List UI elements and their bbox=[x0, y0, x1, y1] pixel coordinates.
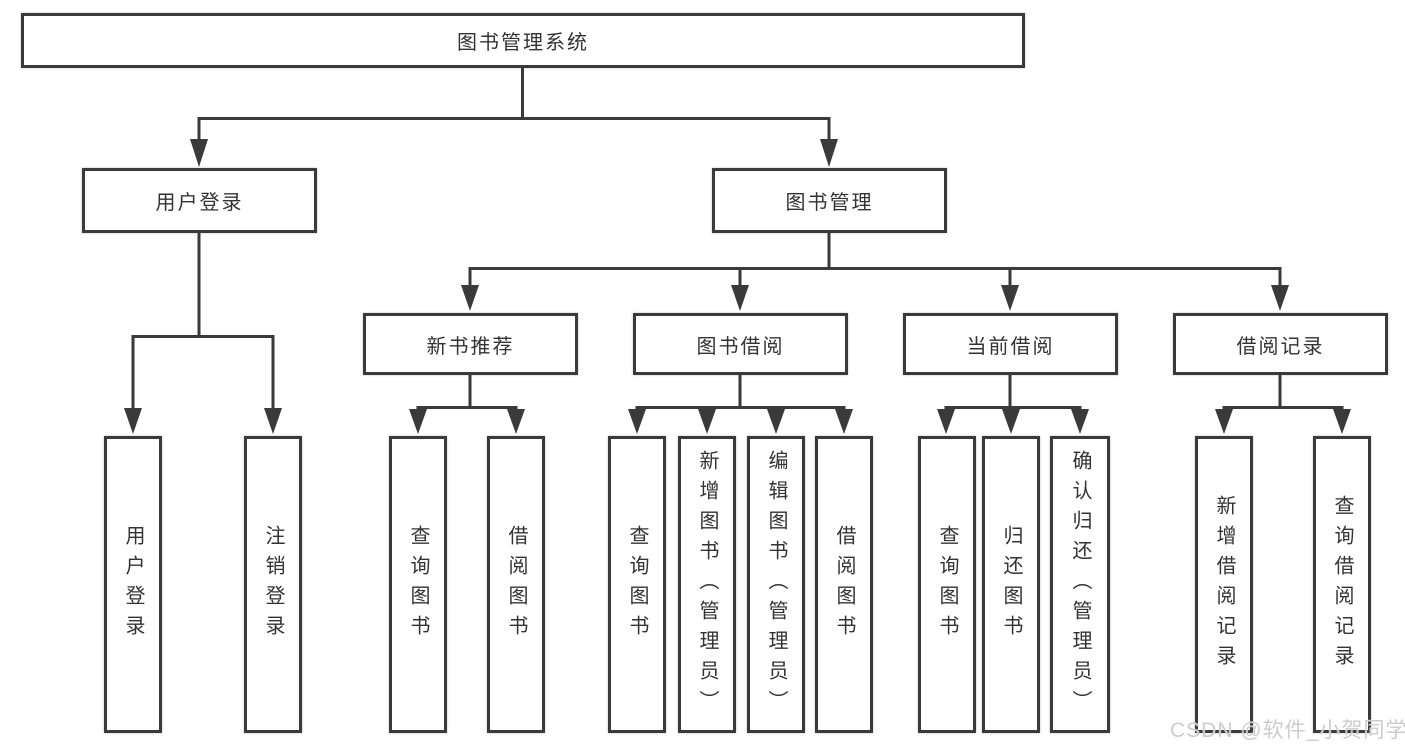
connector-current-borrow-to-leaves bbox=[937, 374, 1089, 434]
node-leaf-user-login: 用户登录 bbox=[104, 436, 162, 733]
node-label: 新增图书（管理员） bbox=[696, 449, 718, 720]
node-label: 借阅记录 bbox=[1236, 335, 1325, 358]
node-leaf-return-book: 归还图书 bbox=[982, 436, 1040, 733]
node-label: 用户登录 bbox=[155, 192, 244, 214]
node-leaf-confirm-return-admin: 确认归还（管理员） bbox=[1050, 436, 1110, 733]
node-label: 查询借阅记录 bbox=[1331, 494, 1353, 675]
node-leaf-borrow-books-recommend: 借阅图书 bbox=[487, 436, 545, 733]
connector-new-book-recommend-to-leaves bbox=[409, 374, 525, 434]
node-user-login: 用户登录 bbox=[82, 168, 317, 233]
node-leaf-borrow-books: 借阅图书 bbox=[815, 436, 873, 733]
node-leaf-add-book-admin: 新增图书（管理员） bbox=[678, 436, 736, 733]
node-book-management: 图书管理 bbox=[712, 168, 947, 233]
node-label: 归还图书 bbox=[1000, 524, 1022, 645]
connector-book-management-to-level3 bbox=[461, 232, 1289, 311]
node-leaf-query-borrow-record: 查询借阅记录 bbox=[1313, 436, 1371, 733]
node-leaf-add-borrow-record: 新增借阅记录 bbox=[1195, 436, 1253, 733]
connector-root-to-level2 bbox=[190, 67, 838, 167]
node-book-borrow: 图书借阅 bbox=[633, 313, 848, 375]
connector-borrow-record-to-leaves bbox=[1215, 374, 1351, 434]
node-label: 借阅图书 bbox=[505, 524, 527, 645]
node-label: 确认归还（管理员） bbox=[1069, 449, 1091, 720]
node-label: 编辑图书（管理员） bbox=[765, 449, 787, 720]
node-label: 新书推荐 bbox=[426, 335, 515, 358]
connector-user-login-to-leaves bbox=[124, 232, 282, 434]
node-label: 当前借阅 bbox=[966, 335, 1055, 358]
node-label: 图书管理系统 bbox=[457, 32, 589, 54]
watermark: CSDN @软件_小贺同学 bbox=[1170, 719, 1405, 742]
node-leaf-query-books-recommend: 查询图书 bbox=[389, 436, 447, 733]
node-current-borrow: 当前借阅 bbox=[903, 313, 1118, 375]
node-label: 查询图书 bbox=[936, 524, 958, 645]
node-label: 注销登录 bbox=[262, 524, 284, 645]
node-label: 图书管理 bbox=[785, 192, 874, 214]
node-label: 查询图书 bbox=[626, 524, 648, 645]
node-label: 新增借阅记录 bbox=[1213, 494, 1235, 675]
node-leaf-edit-book-admin: 编辑图书（管理员） bbox=[747, 436, 805, 733]
node-label: 查询图书 bbox=[407, 524, 429, 645]
node-root-library-management-system: 图书管理系统 bbox=[21, 13, 1025, 68]
node-label: 图书借阅 bbox=[696, 335, 785, 358]
node-label: 用户登录 bbox=[122, 524, 144, 645]
node-leaf-query-books-borrow: 查询图书 bbox=[608, 436, 666, 733]
node-label: 借阅图书 bbox=[833, 524, 855, 645]
connector-book-borrow-to-leaves bbox=[628, 374, 853, 434]
node-leaf-query-books-current: 查询图书 bbox=[918, 436, 976, 733]
node-leaf-logout: 注销登录 bbox=[244, 436, 302, 733]
node-new-book-recommend: 新书推荐 bbox=[363, 313, 578, 375]
node-borrow-record: 借阅记录 bbox=[1173, 313, 1388, 375]
